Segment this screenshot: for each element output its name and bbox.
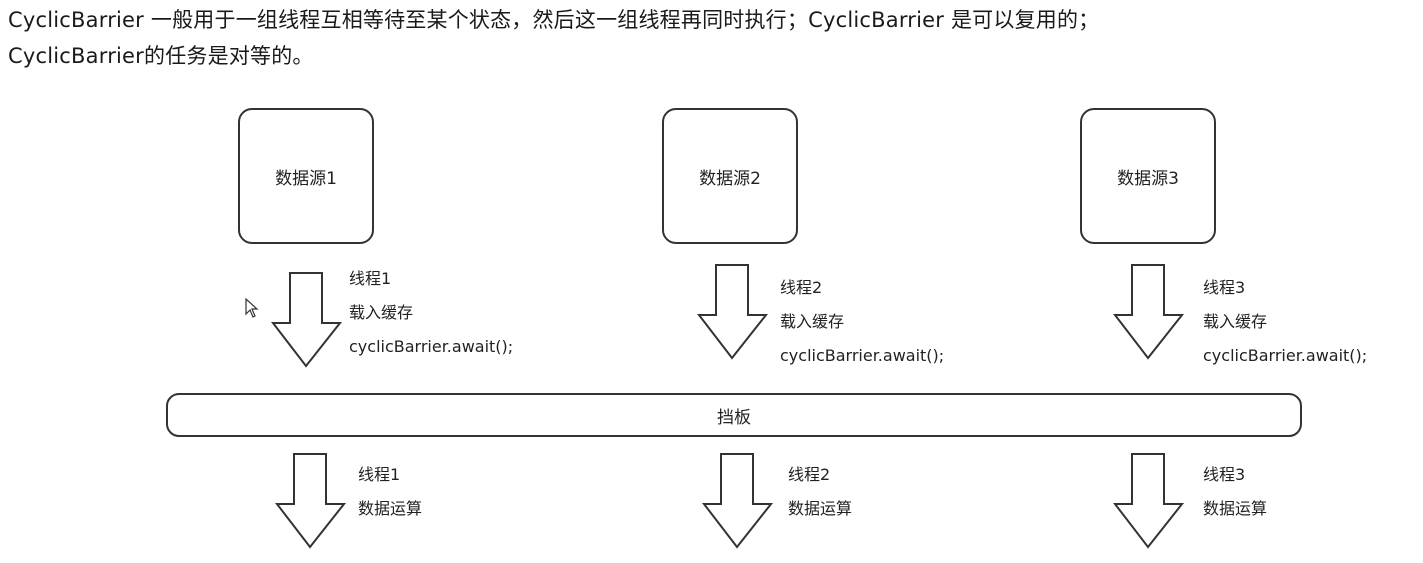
upper-step-3-text: 线程3 载入缓存 cyclicBarrier.await(); [1203,271,1367,373]
upper-step-1-thread: 线程1 [349,269,392,288]
barrier-label: 挡板 [717,407,751,428]
upper-arrow-1-icon [270,272,343,368]
barrier-bar: 挡板 [166,393,1302,437]
upper-arrow-2-icon [696,264,769,360]
upper-step-1-action: 载入缓存 [349,303,414,322]
lower-arrow-3-icon [1112,453,1185,549]
data-source-3-label: 数据源3 [1117,168,1179,189]
data-source-2-label: 数据源2 [699,168,761,189]
lower-step-1-thread: 线程1 [358,465,401,484]
lower-arrow-2-icon [701,453,774,549]
lower-arrow-1-icon [274,453,347,549]
lower-step-3-thread: 线程3 [1203,465,1246,484]
upper-step-2-text: 线程2 载入缓存 cyclicBarrier.await(); [780,271,944,373]
lower-step-1-text: 线程1 数据运算 [358,458,422,526]
data-source-1-label: 数据源1 [275,168,337,189]
upper-step-1-call: cyclicBarrier.await(); [349,337,514,356]
lower-step-1-action: 数据运算 [358,499,423,518]
mouse-pointer-icon [245,298,259,318]
upper-step-3-thread: 线程3 [1203,278,1246,297]
data-source-2-box: 数据源2 [662,108,798,244]
lower-step-2-text: 线程2 数据运算 [788,458,852,526]
data-source-1-box: 数据源1 [238,108,374,244]
upper-step-1-text: 线程1 载入缓存 cyclicBarrier.await(); [349,262,513,364]
intro-line-2: CyclicBarrier的任务是对等的。 [8,44,314,68]
upper-arrow-3-icon [1112,264,1185,360]
intro-line-1: CyclicBarrier 一般用于一组线程互相等待至某个状态，然后这一组线程再… [8,8,1100,32]
lower-step-2-action: 数据运算 [788,499,853,518]
intro-text: CyclicBarrier 一般用于一组线程互相等待至某个状态，然后这一组线程再… [8,2,1418,74]
upper-step-2-action: 载入缓存 [780,312,845,331]
upper-step-2-call: cyclicBarrier.await(); [780,346,945,365]
upper-step-3-action: 载入缓存 [1203,312,1268,331]
lower-step-2-thread: 线程2 [788,465,831,484]
lower-step-3-text: 线程3 数据运算 [1203,458,1267,526]
data-source-3-box: 数据源3 [1080,108,1216,244]
upper-step-3-call: cyclicBarrier.await(); [1203,346,1368,365]
upper-step-2-thread: 线程2 [780,278,823,297]
lower-step-3-action: 数据运算 [1203,499,1268,518]
